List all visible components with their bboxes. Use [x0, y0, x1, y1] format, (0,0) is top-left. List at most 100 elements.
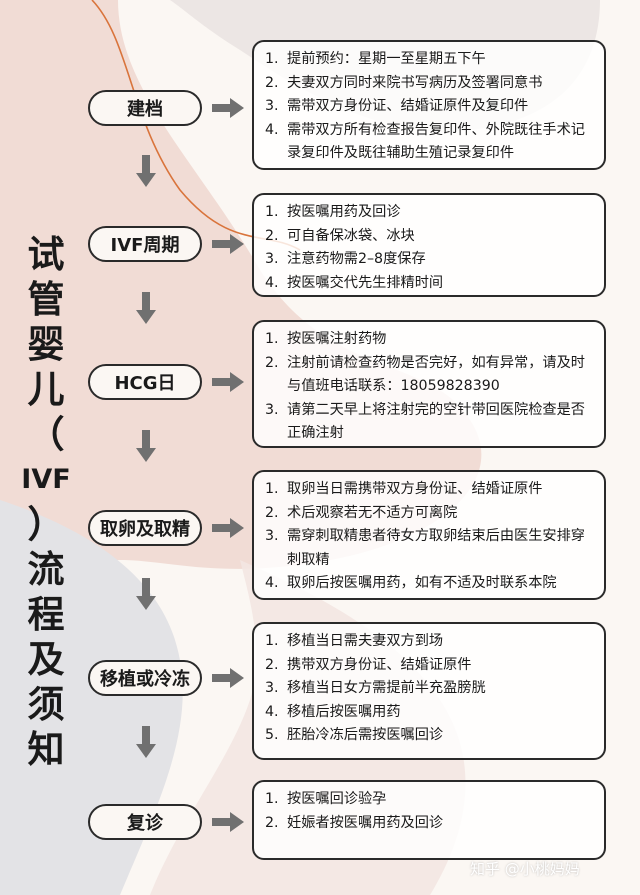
item-text: 携带双方身份证、结婚证原件	[287, 656, 472, 673]
list-item: 3. 移植当日女方需提前半充盈膀胱	[265, 677, 596, 701]
list-item: 2. 可自备保冰袋、冰块	[265, 225, 596, 249]
item-number: 1.	[265, 481, 279, 497]
item-text: 按医嘱交代先生排精时间	[287, 274, 444, 291]
right-arrow-icon	[212, 812, 244, 832]
list-item: 1. 按医嘱用药及回诊	[265, 201, 596, 225]
title-char: ）	[27, 503, 65, 546]
right-arrow-icon	[212, 234, 244, 254]
item-number: 3.	[265, 680, 279, 696]
list-item: 4. 需带双方所有检查报告复印件、外院既往手术记录复印件及既往辅助生殖记录复印件	[265, 119, 596, 166]
item-text: 按医嘱用药及回诊	[287, 204, 401, 220]
item-number: 4.	[265, 703, 279, 720]
list-item: 5. 胚胎冷冻后需按医嘱回诊	[265, 724, 596, 748]
item-number: 3.	[265, 251, 279, 267]
stage-label: HCG日	[88, 364, 202, 400]
title-char: 及	[27, 638, 65, 681]
stage-label: IVF周期	[88, 226, 202, 262]
list-item: 4. 按医嘱交代先生排精时间	[265, 272, 596, 296]
item-number: 2.	[265, 656, 279, 673]
title-char: 须	[27, 683, 65, 726]
item-text: 术后观察若无不适方可离院	[287, 504, 458, 521]
list-item: 2. 注射前请检查药物是否完好，如有异常，请及时与值班电话联系：180598283…	[265, 352, 596, 399]
right-arrow-icon	[212, 372, 244, 392]
title-char: IVF	[21, 464, 71, 495]
item-number: 1.	[265, 791, 279, 807]
item-text: 取卵当日需携带双方身份证、结婚证原件	[287, 481, 543, 497]
item-text: 夫妻双方同时来院书写病历及签署同意书	[287, 74, 543, 91]
list-item: 2. 携带双方身份证、结婚证原件	[265, 654, 596, 678]
title-char: 试	[27, 233, 65, 276]
item-number: 1.	[265, 204, 279, 220]
title-char: （	[27, 413, 65, 456]
stage-box: 1. 取卵当日需携带双方身份证、结婚证原件 2. 术后观察若无不适方可离院 3. 需穿…	[252, 470, 606, 600]
item-text: 按医嘱注射药物	[287, 331, 387, 347]
item-number: 3.	[265, 528, 279, 544]
right-arrow-icon	[212, 518, 244, 538]
item-text: 妊娠者按医嘱用药及回诊	[287, 814, 444, 831]
title-char: 婴	[27, 323, 65, 366]
list-item: 3. 需带双方身份证、结婚证原件及复印件	[265, 95, 596, 119]
right-arrow-icon	[212, 98, 244, 118]
list-item: 1.按医嘱回诊验孕	[265, 788, 596, 812]
list-item: 1. 提前预约：星期一至星期五下午	[265, 48, 596, 72]
list-item: 3. 注意药物需2–8度保存	[265, 248, 596, 272]
item-number: 3.	[265, 98, 279, 114]
item-number: 4.	[265, 121, 279, 138]
list-item: 2. 夫妻双方同时来院书写病历及签署同意书	[265, 72, 596, 96]
list-item: 4. 移植后按医嘱用药	[265, 701, 596, 725]
title-char: 程	[27, 593, 65, 636]
item-text: 需穿刺取精患者待女方取卵结束后由医生安排穿刺取精	[287, 528, 585, 568]
watermark: 知乎 @小桃妈妈	[470, 860, 580, 878]
down-arrow-icon	[136, 726, 156, 758]
item-text: 注意药物需2–8度保存	[287, 251, 426, 267]
list-item: 1. 移植当日需夫妻双方到场	[265, 630, 596, 654]
item-number: 2.	[265, 814, 279, 831]
list-item: 1. 取卵当日需携带双方身份证、结婚证原件	[265, 478, 596, 502]
item-number: 4.	[265, 274, 279, 291]
list-item: 3.请第二天早上将注射完的空针带回医院检查是否正确注射	[265, 399, 596, 446]
stage-box: 1.按医嘱回诊验孕 2. 妊娠者按医嘱用药及回诊	[252, 780, 606, 860]
list-item: 2. 妊娠者按医嘱用药及回诊	[265, 812, 596, 836]
item-text: 注射前请检查药物是否完好，如有异常，请及时与值班电话联系：18059828390	[287, 354, 585, 395]
list-item: 1. 按医嘱注射药物	[265, 328, 596, 352]
item-text: 移植后按医嘱用药	[287, 703, 401, 720]
list-item: 3. 需穿刺取精患者待女方取卵结束后由医生安排穿刺取精	[265, 525, 596, 572]
item-number: 2.	[265, 74, 279, 91]
stage-box: 1. 按医嘱用药及回诊 2. 可自备保冰袋、冰块 3. 注意药物需2–8度保存 4. 按…	[252, 193, 606, 297]
stage-box: 1. 提前预约：星期一至星期五下午 2. 夫妻双方同时来院书写病历及签署同意书 3.…	[252, 40, 606, 170]
stage-label: 建档	[88, 90, 202, 126]
stage-box: 1. 按医嘱注射药物 2. 注射前请检查药物是否完好，如有异常，请及时与值班电话联系…	[252, 320, 606, 448]
list-item: 2. 术后观察若无不适方可离院	[265, 502, 596, 526]
stage-label: 复诊	[88, 804, 202, 840]
down-arrow-icon	[136, 155, 156, 187]
title-char: 流	[27, 548, 65, 591]
item-number: 4.	[265, 575, 279, 591]
item-number: 1.	[265, 331, 279, 347]
main-title: 试 管 婴 儿 （ IVF ） 流 程 及 须 知	[20, 232, 72, 771]
down-arrow-icon	[136, 430, 156, 462]
item-text: 需带双方身份证、结婚证原件及复印件	[287, 98, 529, 114]
item-text: 请第二天早上将注射完的空针带回医院检查是否正确注射	[287, 401, 585, 442]
title-char: 知	[27, 728, 65, 771]
item-number: 2.	[265, 504, 279, 521]
stage-label: 取卵及取精	[88, 510, 202, 546]
right-arrow-icon	[212, 668, 244, 688]
item-text: 移植当日女方需提前半充盈膀胱	[287, 680, 486, 696]
item-text: 可自备保冰袋、冰块	[287, 227, 415, 244]
item-number: 2.	[265, 227, 279, 244]
item-text: 取卵后按医嘱用药，如有不适及时联系本院	[287, 575, 557, 591]
item-number: 1.	[265, 633, 279, 649]
stage-box: 1. 移植当日需夫妻双方到场 2. 携带双方身份证、结婚证原件 3. 移植当日女方需提…	[252, 622, 606, 760]
item-text: 胚胎冷冻后需按医嘱回诊	[287, 727, 444, 743]
item-text: 需带双方所有检查报告复印件、外院既往手术记录复印件及既往辅助生殖记录复印件	[287, 121, 585, 162]
item-number: 5.	[265, 727, 279, 743]
item-text: 提前预约：星期一至星期五下午	[287, 51, 486, 67]
list-item: 4. 取卵后按医嘱用药，如有不适及时联系本院	[265, 572, 596, 596]
down-arrow-icon	[136, 578, 156, 610]
item-number: 2.	[265, 354, 279, 371]
item-text: 移植当日需夫妻双方到场	[287, 633, 444, 649]
stage-label: 移植或冷冻	[88, 660, 202, 696]
down-arrow-icon	[136, 292, 156, 324]
title-char: 儿	[27, 368, 65, 411]
item-number: 1.	[265, 51, 279, 67]
